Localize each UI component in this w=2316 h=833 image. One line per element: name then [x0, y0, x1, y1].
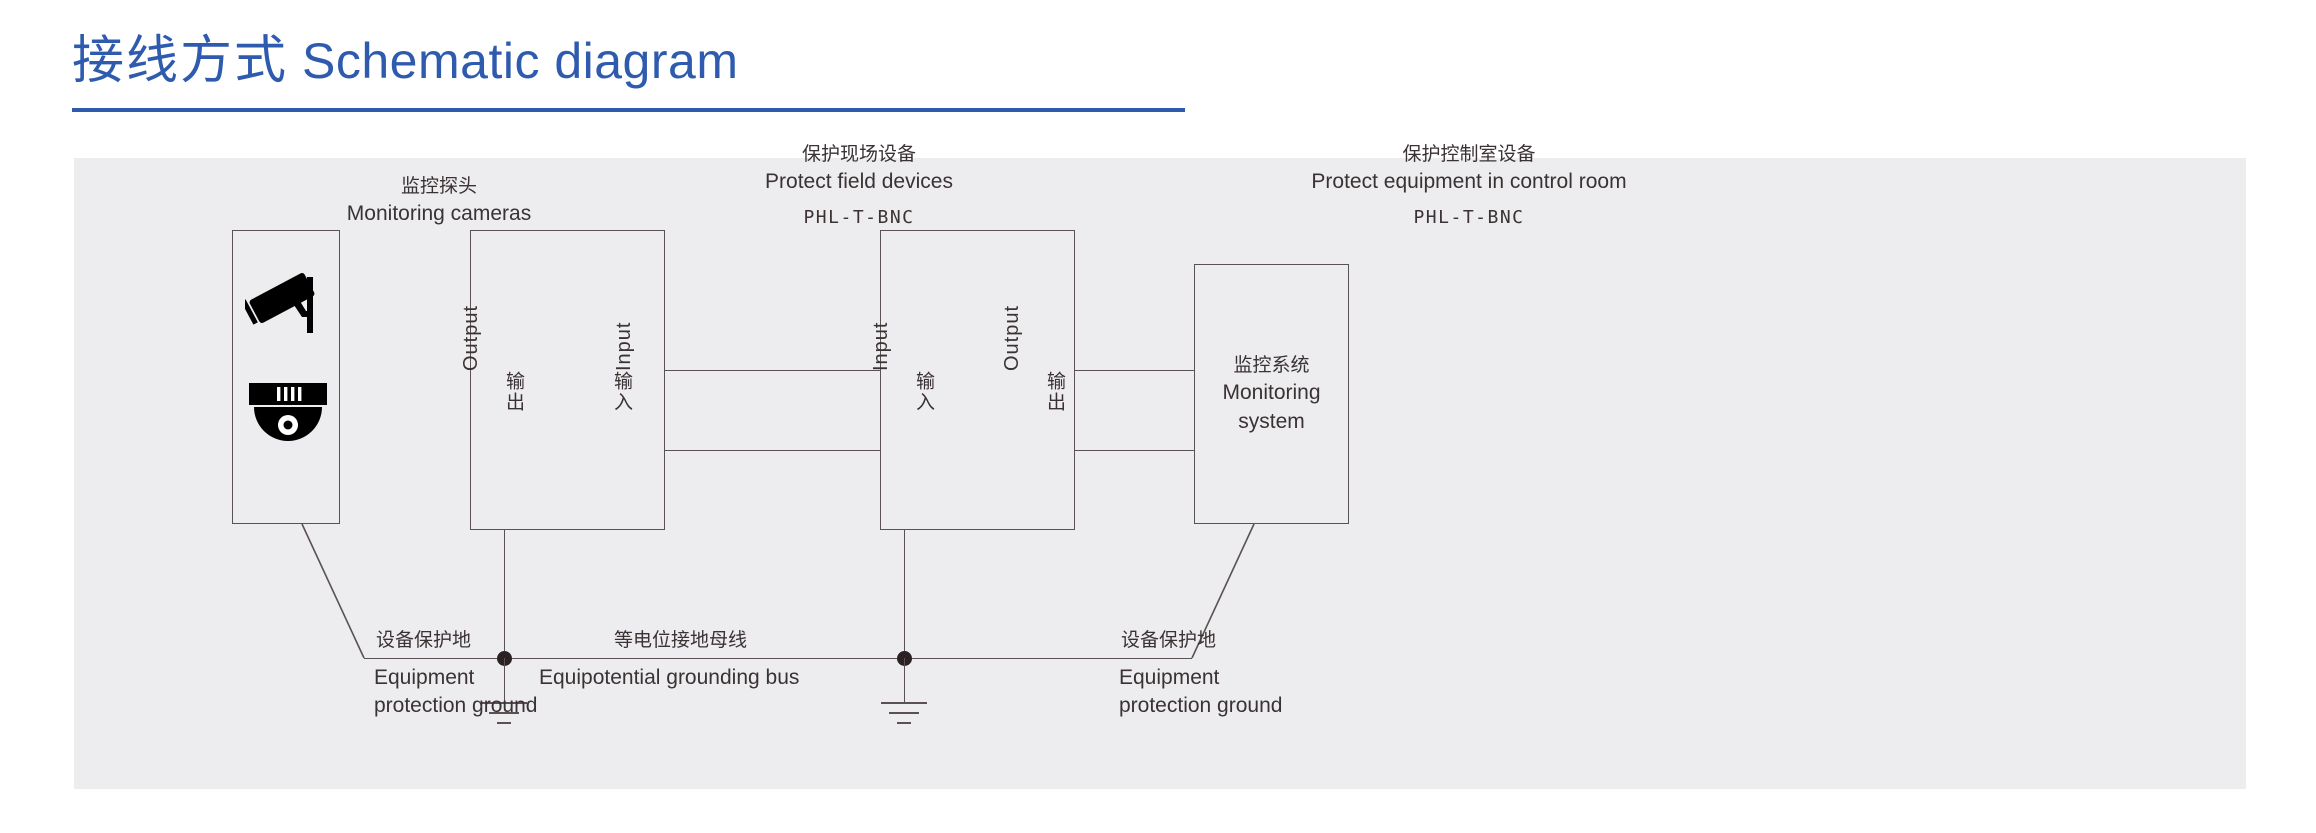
- control-device-output-en: Output: [1001, 304, 1023, 371]
- monitoring-system-box: 监控系统 Monitoring system: [1194, 264, 1349, 524]
- protect-field-devices-label-en: Protect field devices: [765, 170, 953, 193]
- equipment-protection-ground-left-en-1: Equipment: [374, 666, 475, 689]
- equipment-protection-ground-right-cn: 设备保护地: [1121, 630, 1217, 651]
- bullet-camera-icon: [245, 273, 315, 333]
- control-device-right-port: Output 输出: [1001, 305, 1065, 437]
- earth-symbol-right-bar3: [897, 722, 911, 724]
- protect-field-devices-label-cn: 保护现场设备: [801, 144, 916, 165]
- control-device-output-cn: 输出: [1044, 371, 1065, 413]
- equipotential-bus-label-en: Equipotential grounding bus: [539, 666, 800, 689]
- protect-control-room-model: PHL-T-BNC: [1413, 207, 1525, 228]
- wire-field-to-control-lower: [664, 450, 884, 451]
- earth-stem-right: [904, 658, 905, 702]
- equipotential-bus-label-cn: 等电位接地母线: [614, 630, 748, 651]
- monitoring-cameras-label-cn: 监控探头: [400, 176, 477, 197]
- field-device-output-cn: 输出: [503, 371, 524, 413]
- equipment-protection-ground-right-en-1: Equipment: [1119, 666, 1220, 689]
- wire-field-to-control-upper: [664, 370, 884, 371]
- field-device-left-port: Output 输出: [460, 305, 524, 437]
- field-device-right-port: 输入 Input: [611, 322, 654, 420]
- protect-field-devices-model: PHL-T-BNC: [803, 207, 915, 228]
- wire-control-to-system-upper: [1074, 370, 1194, 371]
- ground-leader-camera: [301, 523, 365, 659]
- earth-symbol-right-bar2: [889, 712, 919, 714]
- monitoring-cameras-label-en: Monitoring cameras: [346, 202, 532, 225]
- diagram-panel: 监控探头 Monitoring cameras 保护现场设备 Protect f…: [74, 144, 2246, 789]
- monitoring-system-label-en-1: Monitoring: [1222, 381, 1321, 405]
- earth-symbol-right-bar1: [881, 702, 927, 704]
- equipotential-bus-label-cn-wrap: 等电位接地母线: [614, 628, 747, 654]
- field-device-output-en: Output: [460, 304, 482, 371]
- title-underline: [72, 108, 1185, 112]
- earth-symbol-left-bar3: [497, 722, 511, 724]
- control-device-left-port: Input 输入: [870, 322, 934, 420]
- ground-drop-field-device: [504, 530, 505, 658]
- protect-control-room-box: Input 输入 Output 输出: [870, 230, 1075, 530]
- equipment-protection-ground-left-cn: 设备保护地: [376, 630, 472, 651]
- equipotential-bus-label-en-wrap: Equipotential grounding bus: [539, 664, 799, 692]
- page-title-en: Schematic diagram: [302, 33, 739, 89]
- monitoring-system-label-cn: 监控系统: [1233, 355, 1310, 376]
- equipotential-grounding-bus: [364, 658, 1192, 659]
- monitoring-cameras-box: [232, 230, 340, 524]
- equipment-protection-ground-right-en-2: protection ground: [1119, 694, 1283, 718]
- equipment-protection-ground-right: 设备保护地: [1121, 628, 1216, 654]
- control-device-input-cn: 输入: [913, 371, 934, 413]
- field-device-input-cn: 输入: [611, 371, 632, 413]
- dome-camera-icon: [249, 383, 327, 441]
- protect-control-room-label-cn: 保护控制室设备: [1402, 144, 1536, 165]
- equipment-protection-ground-right-en: Equipment protection ground: [1119, 664, 1282, 721]
- ground-drop-control-device: [904, 530, 905, 658]
- earth-symbol-left-bar1: [481, 702, 527, 704]
- monitoring-system-label-en-2: system: [1238, 410, 1305, 434]
- page-title-cn: 接线方式: [72, 32, 289, 90]
- equipment-protection-ground-left: 设备保护地: [376, 628, 471, 654]
- control-device-input-en: Input: [870, 321, 892, 371]
- wire-control-to-system-lower: [1074, 450, 1194, 451]
- protect-field-devices-box: Output 输出 输入 Input: [460, 230, 665, 530]
- equipment-protection-ground-left-en-2: protection ground: [374, 694, 538, 718]
- earth-symbol-left-bar2: [489, 712, 519, 714]
- equipment-protection-ground-left-en: Equipment protection ground: [374, 664, 537, 721]
- earth-stem-left: [504, 658, 505, 702]
- field-device-input-en: Input: [613, 321, 635, 371]
- protect-control-room-label-en: Protect equipment in control room: [1311, 170, 1627, 193]
